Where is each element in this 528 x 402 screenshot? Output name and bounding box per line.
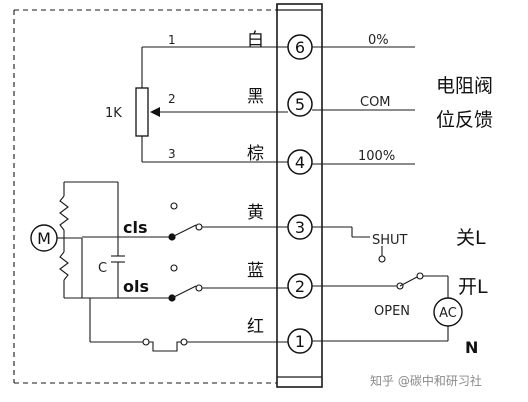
cls-label: cls [123,218,148,237]
neutral-label: N [465,338,478,357]
ac-label: AC [439,306,457,321]
wire-color-4: 棕 [247,144,264,164]
motor-icon: M [30,224,58,252]
wire-color-3: 黄 [247,203,264,223]
open-switch [312,272,449,298]
motor-winding [52,181,125,299]
potentiometer-wiring [141,46,288,163]
terminal-5[interactable]: 5 [287,91,313,117]
terminal-block [276,3,323,388]
wire-number-2: 2 [168,92,176,106]
terminal-1[interactable]: 1 [287,328,313,354]
ols-label: ols [123,277,149,296]
open-live-label: 开L [458,276,488,298]
feedback-title-line1: 电阻阀 [436,75,493,97]
terminal-3[interactable]: 3 [287,214,313,240]
terminal-4[interactable]: 4 [287,149,313,175]
feedback-title-line2: 位反馈 [436,109,493,131]
actuator-housing [13,9,277,384]
terminal-6[interactable]: 6 [287,34,313,60]
wire-color-5: 黑 [247,87,264,107]
shut-label: SHUT [372,233,408,248]
wire-color-1: 红 [247,317,264,337]
ac-source-icon: AC [433,297,463,341]
capacitor-label: C [98,261,107,276]
terminal-5-number: 5 [295,95,305,114]
close-live-label: 关L [456,227,486,249]
terminal-6-number: 6 [295,38,305,57]
ols-limit-switch [120,264,288,302]
feedback-label-0: 0% [368,33,389,48]
thermal-protector [89,298,288,352]
wire-color-2: 蓝 [247,261,264,281]
terminal-1-number: 1 [295,332,305,351]
potentiometer-label: 1K [105,106,122,121]
motor-label: M [37,229,51,248]
feedback-wires [312,46,415,165]
shut-wiring [312,226,386,263]
cls-limit-switch [120,202,288,241]
potentiometer-resistor [135,87,149,137]
open-label: OPEN [374,304,410,319]
feedback-label-com: COM [360,95,391,110]
wire-number-3: 3 [168,147,176,161]
watermark: 知乎 @碳中和研习社 [370,373,482,388]
terminal-2-number: 2 [295,277,305,296]
terminal-4-number: 4 [295,153,305,172]
terminal-2[interactable]: 2 [287,273,313,299]
terminal-3-number: 3 [295,218,305,237]
wire-color-6: 白 [247,30,264,50]
feedback-label-100: 100% [358,149,395,164]
wire-number-1: 1 [168,33,176,47]
